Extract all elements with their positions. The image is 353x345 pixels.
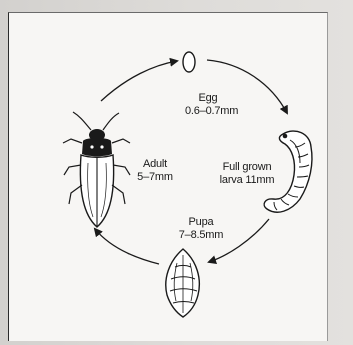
- adult-stage-name: Adult: [130, 158, 180, 171]
- life-cycle-figure: Egg 0.6–0.7mm Full grown larva 11mm Pupa…: [8, 12, 328, 341]
- pupa-stage-name: Pupa: [171, 216, 231, 229]
- egg-icon: [183, 52, 195, 72]
- arrow-pupa-to-adult: [95, 229, 159, 264]
- arrow-adult-to-egg: [101, 61, 177, 101]
- larva-size: larva 11mm: [212, 174, 282, 187]
- pupa-icon: [166, 249, 200, 317]
- egg-size: 0.6–0.7mm: [185, 105, 231, 118]
- adult-label: Adult 5–7mm: [130, 158, 180, 184]
- adjacent-page-edge: [330, 20, 350, 340]
- pupa-size: 7–8.5mm: [171, 229, 231, 242]
- larva-stage-name: Full grown: [212, 161, 282, 174]
- beetle-icon: [63, 112, 130, 227]
- larva-label: Full grown larva 11mm: [212, 161, 282, 187]
- egg-stage-name: Egg: [185, 92, 231, 105]
- adult-size: 5–7mm: [130, 171, 180, 184]
- egg-label: Egg 0.6–0.7mm: [185, 92, 231, 118]
- pupa-label: Pupa 7–8.5mm: [171, 216, 231, 242]
